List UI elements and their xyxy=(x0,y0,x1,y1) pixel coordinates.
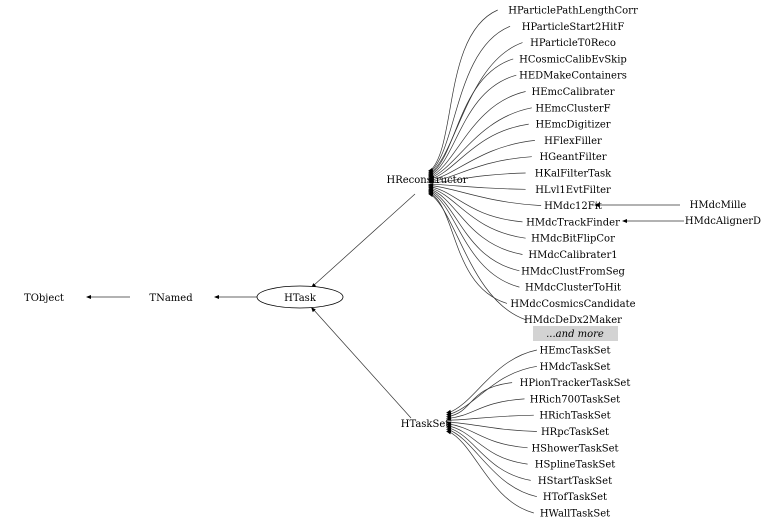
node-hwalltaskset[interactable]: HWallTaskSet xyxy=(540,509,610,520)
node-hemcclusterf[interactable]: HEmcClusterF xyxy=(535,103,610,114)
node-hrich700taskset[interactable]: HRich700TaskSet xyxy=(530,394,620,405)
node-hsplinetaskset[interactable]: HSplineTaskSet xyxy=(535,460,616,471)
edge-hmdccalibrater1-hreconstructor xyxy=(429,188,523,255)
edge-hedmakecontainers-hreconstructor xyxy=(429,74,517,177)
arrow-tnamed xyxy=(214,295,219,299)
arrow-hmdcdedx2maker xyxy=(428,193,434,198)
edge-hmdc12fit-hreconstructor xyxy=(429,185,542,206)
node-hparticlestart2hitf[interactable]: HParticleStart2HitF xyxy=(522,22,625,33)
more-box[interactable] xyxy=(533,326,618,341)
edge-hgeantfilter-hreconstructor xyxy=(429,156,532,183)
node-hemccalibrater[interactable]: HEmcCalibrater xyxy=(532,87,615,98)
node-hedmakecontainers[interactable]: HEDMakeContainers xyxy=(519,71,627,82)
node-hstarttaskset[interactable]: HStartTaskSet xyxy=(538,476,612,487)
reconstructor-children: HParticlePathLengthCorrHParticleStart2Hi… xyxy=(508,6,638,327)
node-hshowertaskset[interactable]: HShowerTaskSet xyxy=(531,443,618,454)
node-hmdcdedx2maker[interactable]: HMdcDeDx2Maker xyxy=(524,315,622,326)
node-htoftaskset[interactable]: HTofTaskSet xyxy=(543,492,607,503)
edge-hmdccosmicscandidate-hreconstructor xyxy=(429,192,508,304)
node-htask[interactable]: HTask xyxy=(284,293,317,304)
class-nodes: TObject TNamed HTask HReconstructor HTas… xyxy=(24,6,761,520)
node-hmdccalibrater1[interactable]: HMdcCalibrater1 xyxy=(528,250,617,261)
edge-hmdctrackfinder-hreconstructor xyxy=(429,186,523,223)
edge-hmdctaskset-htaskset xyxy=(447,365,537,416)
arrow-hkalfiltertask xyxy=(428,179,434,184)
edge-hstarttaskset-htaskset xyxy=(447,427,531,481)
node-htask-ellipse[interactable] xyxy=(256,285,344,309)
edge-hmdcdedx2maker-hreconstructor xyxy=(429,193,526,321)
edge-hmdcbitflipcor-hreconstructor xyxy=(429,187,526,239)
edge-hemcclusterf-hreconstructor xyxy=(429,107,532,179)
node-hflexfiller[interactable]: HFlexFiller xyxy=(544,136,602,147)
edge-htaskset-htask xyxy=(312,308,412,419)
edge-hrich700taskset-htaskset xyxy=(447,398,525,419)
edge-htoftaskset-htaskset xyxy=(447,429,537,498)
arrow-htask-from-htaskset xyxy=(311,307,316,313)
edge-hparticlestart2hitf-hreconstructor xyxy=(429,25,511,173)
edge-hemctaskset-htaskset xyxy=(447,349,537,414)
edge-hsplinetaskset-htaskset xyxy=(447,425,528,465)
edge-hwalltaskset-htaskset xyxy=(447,430,534,514)
node-tobject[interactable]: TObject xyxy=(24,293,64,304)
node-hkalfiltertask[interactable]: HKalFilterTask xyxy=(535,169,612,180)
node-hlvl1evtfilter[interactable]: HLvl1EvtFilter xyxy=(535,185,611,196)
node-hmdcalignerd[interactable]: HMdcAlignerD xyxy=(685,216,761,227)
node-hmdccosmicscandidate[interactable]: HMdcCosmicsCandidate xyxy=(510,299,635,310)
node-hpiontrackertaskset[interactable]: HPionTrackerTaskSet xyxy=(520,378,631,389)
edge-hcosmiccalibevskip-hreconstructor xyxy=(429,58,514,175)
edge-hpiontrackertaskset-htaskset xyxy=(447,382,513,417)
taskset-children: HEmcTaskSetHMdcTaskSetHPionTrackerTaskSe… xyxy=(520,346,631,520)
edge-hrichtaskset-htaskset xyxy=(447,414,534,421)
edge-hlvl1evtfilter-hreconstructor xyxy=(429,183,526,190)
node-hmdcbitflipcor[interactable]: HMdcBitFlipCor xyxy=(531,234,615,245)
node-hemctaskset[interactable]: HEmcTaskSet xyxy=(540,346,611,357)
edge-hreconstructor-htask xyxy=(312,193,416,287)
more-label[interactable]: ...and more xyxy=(546,329,604,340)
edge-hrpctaskset-htaskset xyxy=(447,421,537,432)
arrow-hmdctrackfinder xyxy=(622,219,627,223)
edge-hkalfiltertask-hreconstructor xyxy=(429,172,526,184)
node-hemcdigitizer[interactable]: HEmcDigitizer xyxy=(535,120,610,131)
node-hrpctaskset[interactable]: HRpcTaskSet xyxy=(541,427,609,438)
arrow-hwalltaskset xyxy=(446,430,452,435)
node-hmdcclustertohit[interactable]: HMdcClusterToHit xyxy=(525,283,621,294)
node-hreconstructor[interactable]: HReconstructor xyxy=(386,175,467,186)
arrow-tobject xyxy=(86,295,91,299)
edge-hflexfiller-hreconstructor xyxy=(429,140,535,181)
node-htaskset[interactable]: HTaskSet xyxy=(401,419,450,430)
node-tnamed[interactable]: TNamed xyxy=(149,293,193,304)
edge-hemccalibrater-hreconstructor xyxy=(429,91,526,178)
edge-hparticlet0reco-hreconstructor xyxy=(429,42,523,174)
edge-hparticlepathlengthcorr-hreconstructor xyxy=(429,9,498,172)
node-hmdc12fit[interactable]: HMdc12Fit xyxy=(544,201,602,212)
node-hmdcclustfromseg[interactable]: HMdcClustFromSeg xyxy=(521,266,625,277)
node-hparticlepathlengthcorr[interactable]: HParticlePathLengthCorr xyxy=(508,6,638,17)
arrow-hrichtaskset xyxy=(446,417,452,421)
node-hparticlet0reco[interactable]: HParticleT0Reco xyxy=(530,38,616,49)
node-hrichtaskset[interactable]: HRichTaskSet xyxy=(539,411,610,422)
node-hmdctrackfinder[interactable]: HMdcTrackFinder xyxy=(526,217,620,228)
node-hmdctaskset[interactable]: HMdcTaskSet xyxy=(540,362,611,373)
arrow-hmdc12fit xyxy=(594,203,599,207)
node-hgeantfilter[interactable]: HGeantFilter xyxy=(539,152,606,163)
edge-hshowertaskset-htaskset xyxy=(447,423,528,449)
edge-hmdcclustfromseg-hreconstructor xyxy=(429,189,520,272)
edge-hemcdigitizer-hreconstructor xyxy=(429,123,529,180)
node-hcosmiccalibevskip[interactable]: HCosmicCalibEvSkip xyxy=(519,54,627,65)
inheritance-edges xyxy=(86,9,684,514)
node-hmdcmille[interactable]: HMdcMille xyxy=(690,200,747,211)
edge-hmdcclustertohit-hreconstructor xyxy=(429,191,520,288)
